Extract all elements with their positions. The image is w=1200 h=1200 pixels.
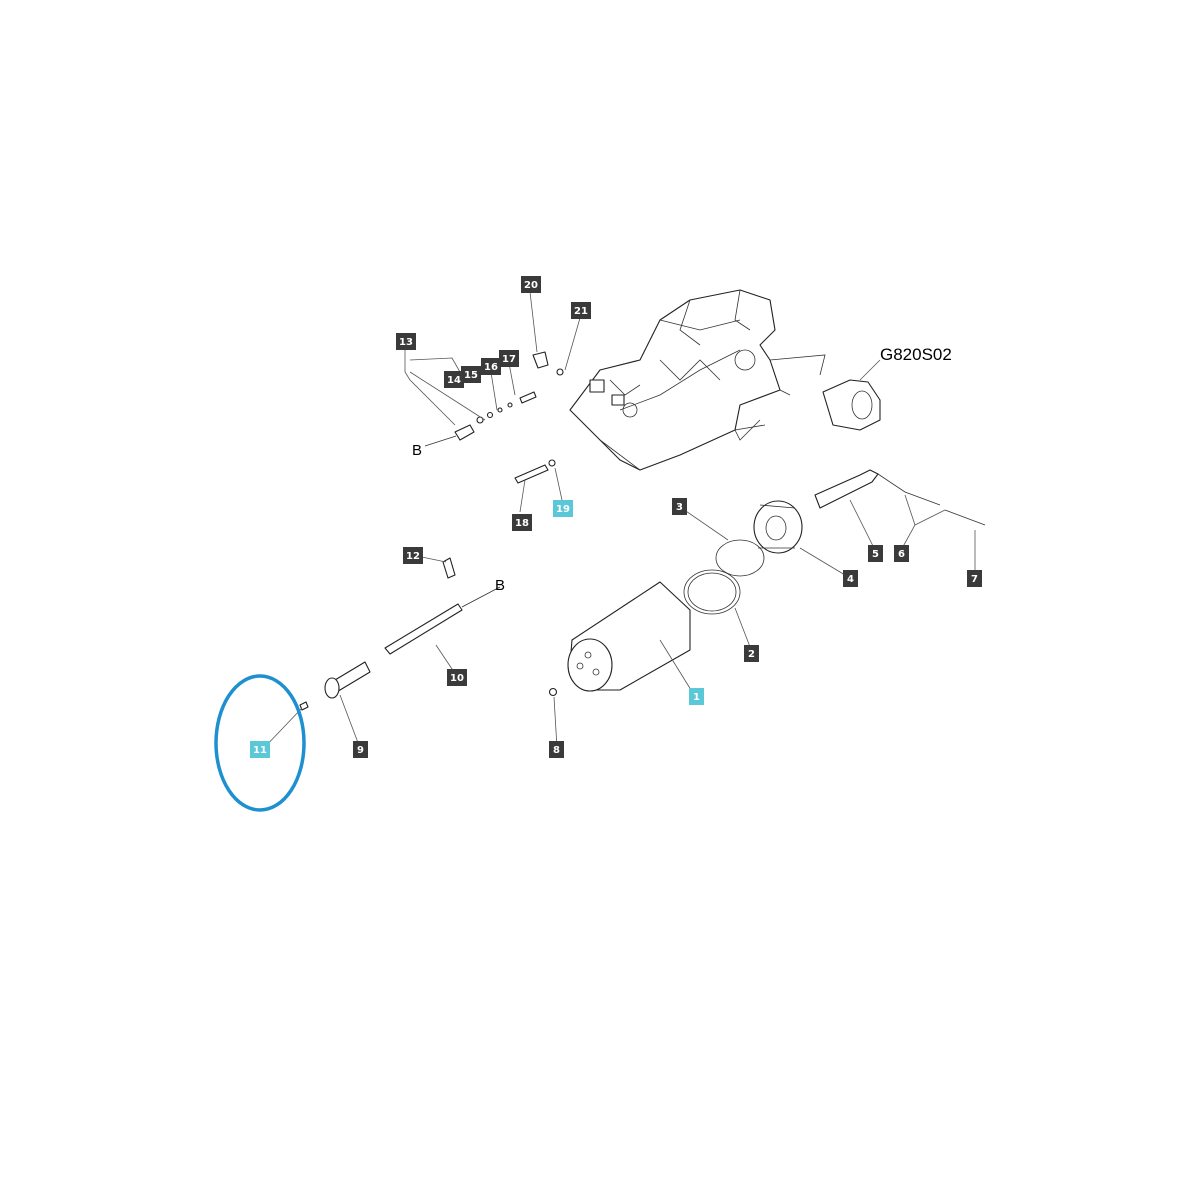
shaft-assembly-drawing <box>299 557 501 711</box>
part-callout-box <box>521 276 541 293</box>
part-callout-15[interactable]: 15 <box>461 366 481 383</box>
part-callout-20[interactable]: 20 <box>521 276 541 293</box>
part-number-label: 3 <box>676 502 683 513</box>
part-callout-3[interactable]: 3 <box>672 498 687 515</box>
part-callout-box <box>553 500 573 517</box>
part-callout-box <box>250 741 270 758</box>
part-callout-11[interactable]: 11 <box>250 741 270 758</box>
part-callout-7[interactable]: 7 <box>967 570 982 587</box>
part-callout-1[interactable]: 1 <box>689 688 704 705</box>
part-callout-box <box>672 498 687 515</box>
part-callout-box <box>689 688 704 705</box>
diagram-code: G820S02 <box>880 345 952 364</box>
leader-lines <box>261 291 976 751</box>
part-callout-box <box>868 545 883 562</box>
part-callout-box <box>571 302 591 319</box>
lift-housing-drawing <box>569 289 826 471</box>
part-callout-19[interactable]: 19 <box>553 500 573 517</box>
part-number-label: 8 <box>553 745 560 756</box>
part-callout-17[interactable]: 17 <box>499 350 519 367</box>
part-number-label: 12 <box>406 551 420 562</box>
part-number-label: 1 <box>693 692 700 703</box>
part-number-label: 21 <box>574 306 588 317</box>
part-callout-13[interactable]: 13 <box>396 333 416 350</box>
part-number-label: 6 <box>898 549 905 560</box>
reference-letter-b-top: B <box>412 442 422 459</box>
part-number-label: 17 <box>502 354 516 365</box>
part-number-label: 10 <box>450 673 464 684</box>
part-callout-box <box>549 741 564 758</box>
part-number-label: 16 <box>484 362 498 373</box>
part-number-label: 19 <box>556 504 570 515</box>
part-callout-box <box>444 371 464 388</box>
part-callout-box <box>403 547 423 564</box>
part-callout-box <box>353 741 368 758</box>
valve-assembly-drawing <box>424 351 564 484</box>
part-number-label: 14 <box>447 375 461 386</box>
part-callout-21[interactable]: 21 <box>571 302 591 319</box>
part-callout-box <box>461 366 481 383</box>
part-callout-9[interactable]: 9 <box>353 741 368 758</box>
part-callout-box <box>512 514 532 531</box>
part-number-label: 2 <box>748 649 755 660</box>
part-callout-8[interactable]: 8 <box>549 741 564 758</box>
part-number-label: 7 <box>971 574 978 585</box>
part-callout-box <box>843 570 858 587</box>
part-number-label: 11 <box>253 745 267 756</box>
part-number-label: 18 <box>515 518 529 529</box>
part-callout-box <box>744 645 759 662</box>
part-callout-2[interactable]: 2 <box>744 645 759 662</box>
reference-letter-b-shaft: B <box>495 577 505 594</box>
part-callout-12[interactable]: 12 <box>403 547 423 564</box>
part-callout-14[interactable]: 14 <box>444 371 464 388</box>
part-callout-box <box>396 333 416 350</box>
part-number-label: 20 <box>524 280 538 291</box>
part-callout-4[interactable]: 4 <box>843 570 858 587</box>
part-number-label: 15 <box>464 370 478 381</box>
part-callout-18[interactable]: 18 <box>512 514 532 531</box>
part-number-label: 5 <box>872 549 879 560</box>
part-callout-box <box>499 350 519 367</box>
part-number-label: 9 <box>357 745 364 756</box>
part-number-label: 4 <box>847 574 854 585</box>
part-callout-16[interactable]: 16 <box>481 358 501 375</box>
filter-assembly-drawing <box>548 379 986 697</box>
part-callout-box <box>894 545 909 562</box>
part-callout-5[interactable]: 5 <box>868 545 883 562</box>
part-callout-10[interactable]: 10 <box>447 669 467 686</box>
part-callout-box <box>481 358 501 375</box>
part-callout-6[interactable]: 6 <box>894 545 909 562</box>
part-callout-box <box>967 570 982 587</box>
highlight-circle <box>214 674 306 812</box>
part-callout-box <box>447 669 467 686</box>
part-number-label: 13 <box>399 337 413 348</box>
